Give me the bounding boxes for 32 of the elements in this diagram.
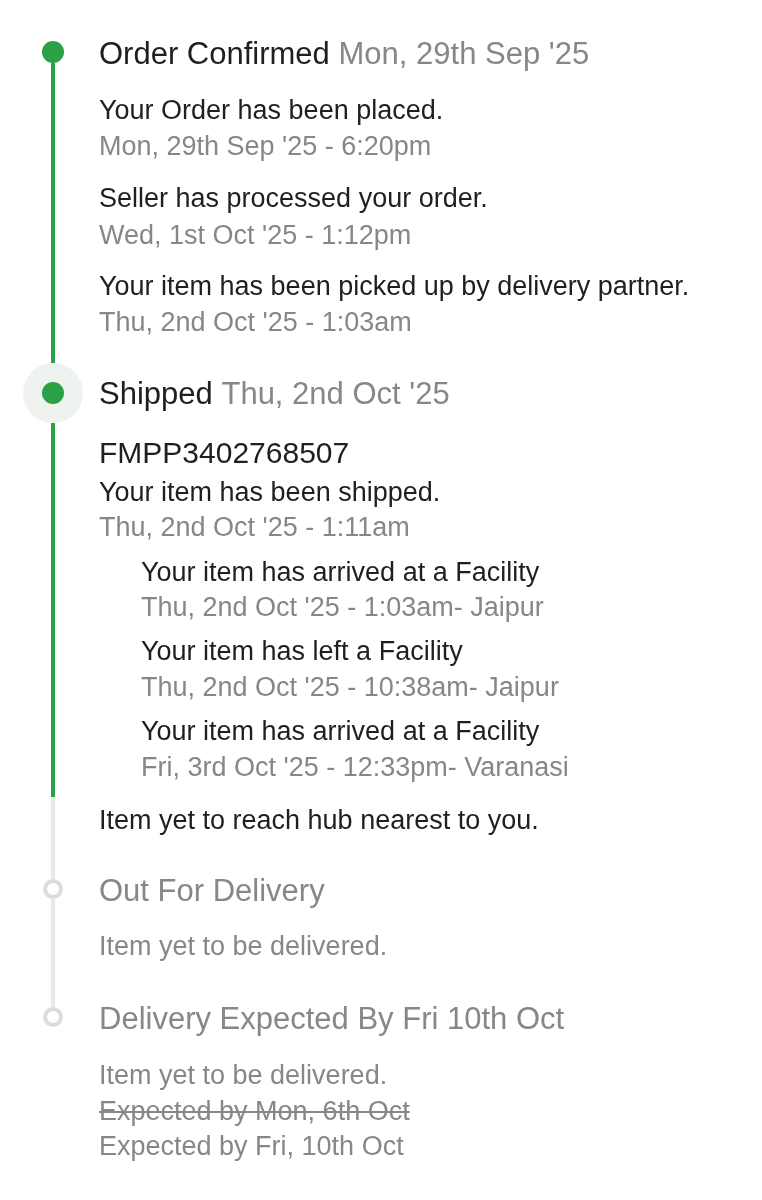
timestamp: Thu, 2nd Oct '25 - 1:03am xyxy=(99,306,412,338)
timeline-line xyxy=(51,423,55,879)
step-title: Out For Delivery xyxy=(99,872,325,908)
step-date: Mon, 29th Sep '25 xyxy=(338,35,590,71)
status-message: Your item has arrived at a Facility xyxy=(141,556,540,588)
timestamp: Thu, 2nd Oct '25 - 1:11am xyxy=(99,511,410,543)
ring-icon xyxy=(43,879,63,899)
step-date: Thu, 2nd Oct '25 xyxy=(221,375,450,411)
timestamp: Thu, 2nd Oct '25 - 10:38am- Jaipur xyxy=(141,671,559,703)
step-title: Shipped xyxy=(99,375,213,411)
status-message: Item yet to be delivered. xyxy=(99,1059,388,1091)
halo-dot-icon xyxy=(23,363,83,423)
ring-icon xyxy=(43,1007,63,1027)
dot-icon xyxy=(42,41,64,63)
status-message: Your item has been picked up by delivery partner. xyxy=(99,270,690,302)
status-message: Item yet to be delivered. xyxy=(99,930,388,962)
tracking-number: FMPP3402768507 xyxy=(99,435,350,471)
status-message: Item yet to reach hub nearest to you. xyxy=(99,804,539,836)
timestamp: Mon, 29th Sep '25 - 6:20pm xyxy=(99,130,432,162)
timestamp: Fri, 3rd Oct '25 - 12:33pm- Varanasi xyxy=(141,751,569,783)
status-message: Your item has left a Facility xyxy=(141,635,463,667)
step-title: Order Confirmed xyxy=(99,35,330,71)
status-message: Expected by Fri, 10th Oct xyxy=(99,1130,404,1162)
status-message: Your item has arrived at a Facility xyxy=(141,715,540,747)
status-message: Your Order has been placed. xyxy=(99,94,444,126)
timeline-line xyxy=(51,63,55,363)
struck-through-text: Expected by Mon, 6th Oct xyxy=(99,1095,410,1127)
timestamp: Wed, 1st Oct '25 - 1:12pm xyxy=(99,219,412,251)
timestamp: Thu, 2nd Oct '25 - 1:03am- Jaipur xyxy=(141,591,544,623)
status-message: Seller has processed your order. xyxy=(99,182,488,214)
step-title: Delivery Expected By Fri 10th Oct xyxy=(99,1000,565,1036)
status-message: Your item has been shipped. xyxy=(99,476,441,508)
